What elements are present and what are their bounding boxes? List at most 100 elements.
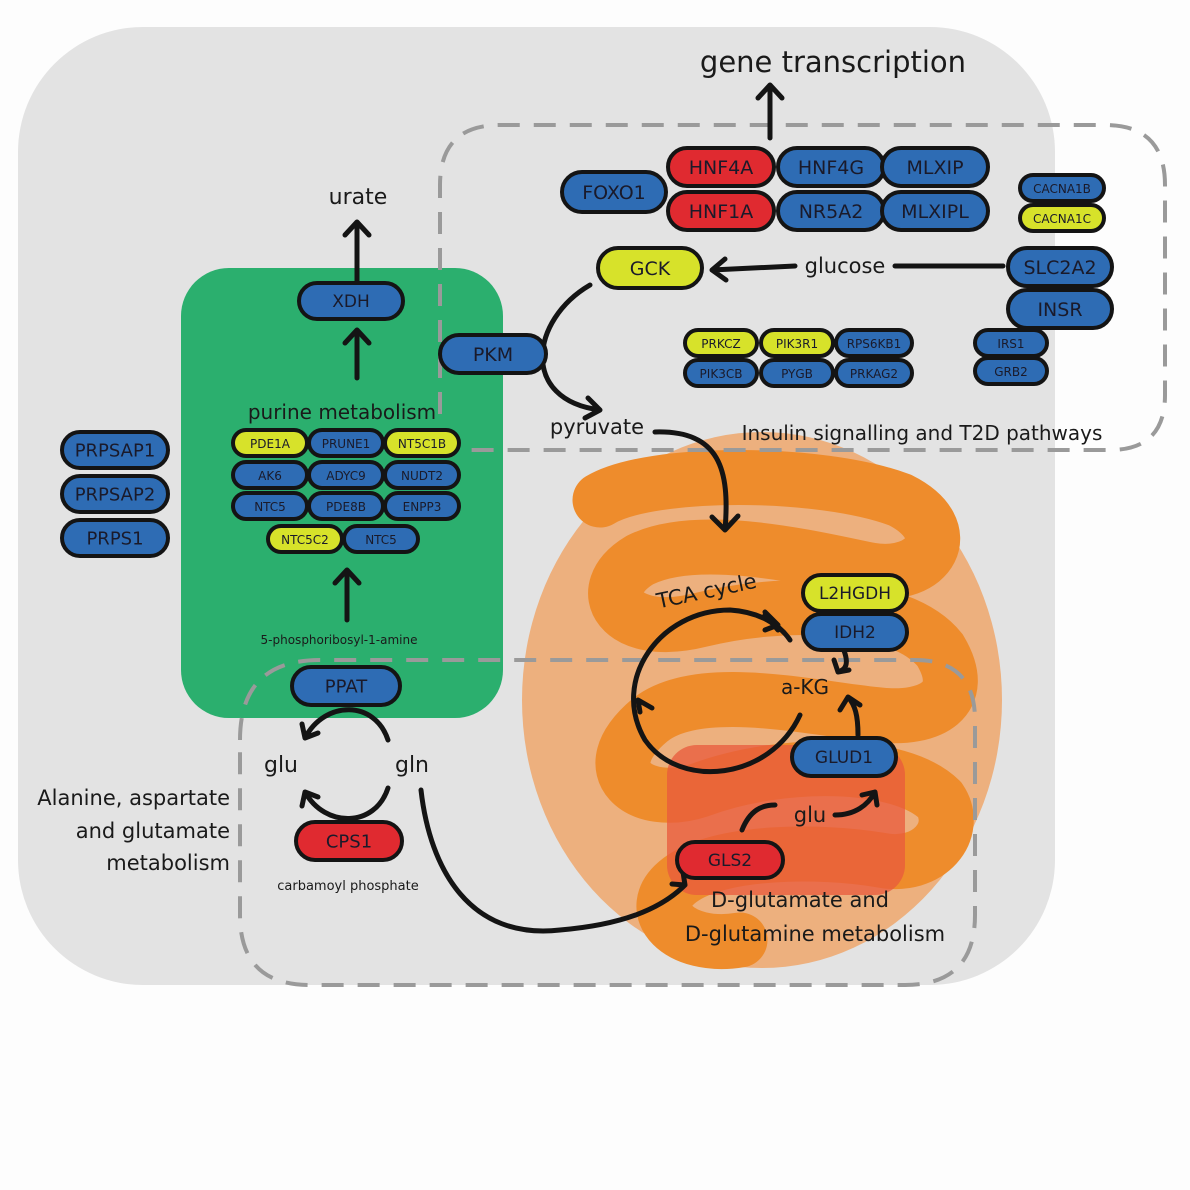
- gene-node-shape: [675, 840, 785, 880]
- gene-node-pde8b: PDE8B: [307, 491, 385, 521]
- gene-node-label: GLUD1: [815, 748, 873, 768]
- gene-node-prune1: PRUNE1: [307, 428, 385, 458]
- gene-node-label: GCK: [630, 258, 671, 280]
- gene-node-l2hgdh: L2HGDH: [801, 573, 909, 613]
- gene-node-shape: [1018, 173, 1106, 203]
- gene-node-label: PPAT: [325, 677, 368, 698]
- gene-node-label: L2HGDH: [819, 584, 891, 604]
- gene-node-irs1: IRS1: [973, 328, 1049, 358]
- gene-node-label: PDE1A: [250, 437, 291, 451]
- gene-node-shape: [666, 146, 776, 188]
- alanine-pathway-label-line1: Alanine, aspartate: [37, 786, 230, 810]
- gene-node-label: HNF4G: [798, 157, 864, 179]
- gene-node-label: CACNA1B: [1033, 182, 1091, 196]
- gene-node-pik3r1: PIK3R1: [759, 328, 835, 358]
- gene-node-cacna1c: CACNA1C: [1018, 203, 1106, 233]
- gene-node-ntc5: NTC5: [342, 524, 420, 554]
- gene-node-shape: [294, 820, 404, 862]
- gene-node-shape: [1018, 203, 1106, 233]
- alanine-pathway-label-line3: metabolism: [106, 851, 230, 875]
- gene-node-shape: [973, 356, 1049, 386]
- gene-node-shape: [801, 612, 909, 652]
- gene-node-label: NUDT2: [401, 469, 443, 483]
- gene-node-prps1: PRPS1: [60, 518, 170, 558]
- alanine-pathway-label-line2: and glutamate: [76, 819, 230, 843]
- glucose-label: glucose: [805, 254, 886, 278]
- carbamoyl-phosphate-label: carbamoyl phosphate: [277, 879, 419, 894]
- gene-node-nr5a2: NR5A2: [776, 190, 886, 232]
- gene-node-label: PKM: [473, 344, 513, 366]
- gene-node-ntc5c2: NTC5C2: [266, 524, 344, 554]
- gene-node-ppat: PPAT: [290, 665, 402, 707]
- gene-node-prkcz: PRKCZ: [683, 328, 759, 358]
- reaction-arrows: [299, 82, 1006, 934]
- gene-node-glud1: GLUD1: [790, 736, 898, 778]
- gene-node-prpsap1: PRPSAP1: [60, 430, 170, 470]
- gene-node-shape: [60, 430, 170, 470]
- gene-node-shape: [290, 665, 402, 707]
- gene-node-nt5c1b: NT5C1B: [383, 428, 461, 458]
- mitochondrion: [522, 432, 1002, 969]
- gene-node-shape: [342, 524, 420, 554]
- gene-node-prkag2: PRKAG2: [834, 358, 914, 388]
- gene-node-label: NT5C1B: [398, 437, 446, 451]
- gene-node-shape: [60, 474, 170, 514]
- gene-node-label: PRPSAP1: [75, 441, 156, 462]
- gene-node-shape: [666, 190, 776, 232]
- insulin-pathway-label: Insulin signalling and T2D pathways: [742, 421, 1103, 445]
- gene-node-mlxip: MLXIP: [880, 146, 990, 188]
- gene-node-label: MLXIP: [906, 157, 963, 179]
- gene-node-label: NR5A2: [799, 201, 864, 223]
- gene-node-hnf1a: HNF1A: [666, 190, 776, 232]
- gene-node-label: XDH: [332, 292, 370, 312]
- insulin-pathway-boundary: [438, 123, 1167, 452]
- gene-node-shape: [60, 518, 170, 558]
- gene-node-grb2: GRB2: [973, 356, 1049, 386]
- gene-node-shape: [383, 428, 461, 458]
- gene-node-label: PRUNE1: [322, 437, 371, 451]
- gene-node-label: PIK3R1: [776, 337, 818, 351]
- gene-node-ak6: AK6: [231, 460, 309, 490]
- gene-node-shape: [1006, 288, 1114, 330]
- gene-node-rps6kb1: RPS6KB1: [834, 328, 914, 358]
- gene-node-slc2a2: SLC2A2: [1006, 246, 1114, 288]
- gene-node-label: PYGB: [781, 367, 813, 381]
- gene-node-shape: [880, 146, 990, 188]
- gene-node-label: NTC5: [365, 533, 397, 547]
- gene-node-shape: [383, 491, 461, 521]
- gene-node-prpsap2: PRPSAP2: [60, 474, 170, 514]
- gene-node-nudt2: NUDT2: [383, 460, 461, 490]
- gene-node-shape: [1006, 246, 1114, 288]
- gene-transcription-label: gene transcription: [700, 45, 966, 79]
- mito-glu-label: glu: [794, 803, 826, 827]
- gene-node-label: GRB2: [994, 365, 1028, 379]
- pyruvate-label: pyruvate: [550, 415, 644, 439]
- gene-node-shape: [383, 460, 461, 490]
- glutamate-pathway-boundary: [238, 658, 977, 987]
- gene-node-label: PIK3CB: [700, 367, 743, 381]
- gene-node-label: PRPSAP2: [75, 485, 156, 506]
- gene-node-shape: [790, 736, 898, 778]
- dglutamate-pathway-label-line1: D-glutamate and: [711, 888, 889, 912]
- gene-node-label: HNF4A: [689, 157, 754, 179]
- gene-node-shape: [683, 328, 759, 358]
- gene-node-label: HNF1A: [689, 201, 754, 223]
- gene-node-label: INSR: [1037, 299, 1082, 321]
- labels: gene transcription urate purine metaboli…: [37, 45, 1102, 946]
- gene-node-shape: [560, 170, 668, 214]
- akg-label: a-KG: [781, 675, 829, 699]
- gene-node-adyc9: ADYC9: [307, 460, 385, 490]
- gene-node-label: PRKAG2: [850, 367, 898, 381]
- gene-node-label: NTC5C2: [281, 533, 329, 547]
- gene-node-label: NTC5: [254, 500, 286, 514]
- gene-node-shape: [834, 358, 914, 388]
- gene-node-shape: [759, 358, 835, 388]
- phosphoribosyl-label: 5-phosphoribosyl-1-amine: [261, 633, 418, 647]
- gene-node-foxo1: FOXO1: [560, 170, 668, 214]
- gene-node-hnf4a: HNF4A: [666, 146, 776, 188]
- gene-node-shape: [834, 328, 914, 358]
- gene-node-ntc5: NTC5: [231, 491, 309, 521]
- gene-node-gls2: GLS2: [675, 840, 785, 880]
- gene-node-label: CACNA1C: [1033, 212, 1091, 226]
